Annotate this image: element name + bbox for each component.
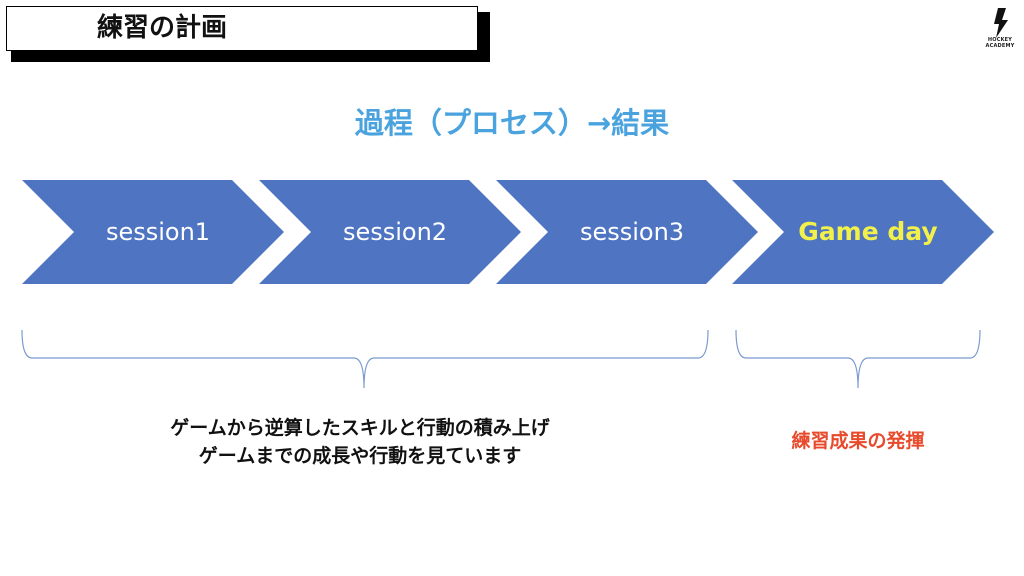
chevron-label-session3: session3 — [579, 218, 685, 246]
process-caption-line1: ゲームから逆算したスキルと行動の積み上げ — [170, 417, 550, 439]
process-brace — [21, 329, 709, 389]
chevron-session3: session3 — [496, 180, 758, 284]
logo-text: HOCKEY ACADEMY — [985, 37, 1015, 49]
logo-icon — [994, 8, 1008, 38]
page-title: 練習の計画 — [96, 13, 227, 43]
chevron-shape — [732, 180, 994, 284]
process-caption-line2: ゲームまでの成長や行動を見ています — [198, 445, 522, 467]
chevron-label-session1: session1 — [105, 218, 211, 246]
chevron-shape — [259, 180, 521, 284]
title-box: 練習の計画 — [6, 6, 478, 51]
process-caption: ゲームから逆算したスキルと行動の積み上げ ゲームまでの成長や行動を見ています — [90, 414, 630, 470]
chevron-shape — [496, 180, 758, 284]
chevron-session2: session2 — [259, 180, 521, 284]
process-result-heading: 過程（プロセス）→結果 — [354, 106, 670, 140]
chevron-game-day: Game day — [732, 180, 994, 284]
chevron-shape — [22, 180, 284, 284]
result-caption: 練習成果の発揮 — [791, 430, 925, 452]
chevron-session1: session1 — [22, 180, 284, 284]
result-brace — [735, 329, 981, 389]
chevron-label-session2: session2 — [342, 218, 448, 246]
chevron-label-game-day: Game day — [798, 217, 938, 246]
